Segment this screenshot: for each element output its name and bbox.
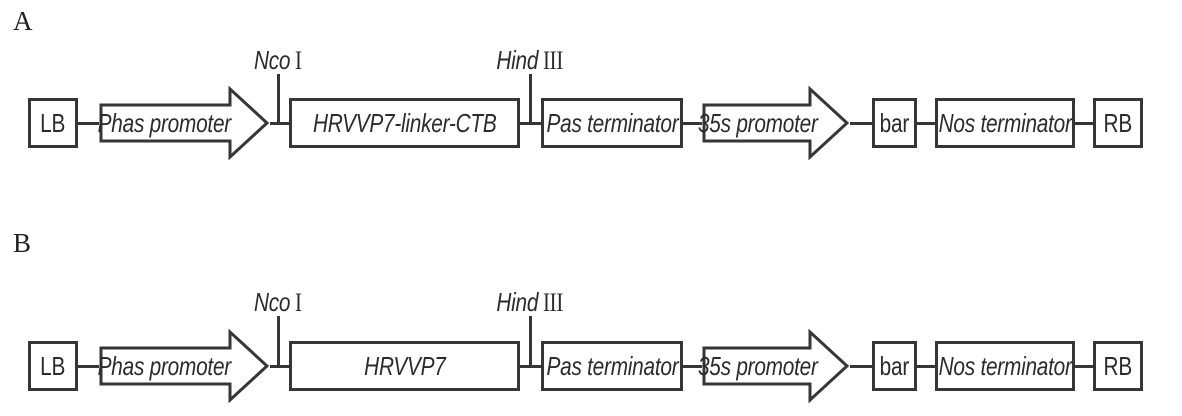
gene-box: HRVVP7 — [289, 341, 520, 391]
bar-gene-box: bar — [872, 341, 917, 391]
ncoi-enzyme-numeral: I — [295, 46, 302, 75]
gene-box: HRVVP7-linker-CTB — [289, 98, 520, 148]
connector — [683, 364, 702, 368]
connector — [520, 364, 541, 368]
rb-box: RB — [1093, 341, 1143, 391]
hindiii-enzyme-name: Hind — [496, 45, 539, 75]
panel-b-label: B — [13, 228, 32, 258]
connector — [520, 121, 541, 125]
panel-a-label: A — [13, 6, 33, 36]
hindiii-enzyme-numeral: III — [543, 288, 564, 317]
bar-gene-box: bar — [872, 98, 917, 148]
ncoi-enzyme-name: Nco — [254, 287, 291, 317]
ncoi-enzyme-name: Nco — [254, 45, 291, 75]
block-arrow-shape — [702, 329, 850, 403]
connector — [850, 364, 872, 368]
promoter-35s-label-wrap: 35s promoter — [698, 341, 818, 391]
bar-gene-label: bar — [879, 107, 910, 138]
construct-row: LB Phas promoter HRVVP7 Pas terminator — [28, 329, 1143, 403]
connector — [78, 364, 99, 368]
phas-promoter-label: Phas promoter — [97, 350, 232, 381]
connector — [78, 121, 99, 125]
bar-gene-label: bar — [879, 350, 910, 381]
block-arrow-shape — [99, 329, 270, 403]
hindiii-enzyme-name: Hind — [496, 287, 539, 317]
connector — [270, 364, 289, 368]
ncoi-tick — [276, 74, 280, 125]
block-arrow-shape — [702, 86, 850, 160]
lb-label: LB — [40, 107, 66, 138]
connector — [850, 121, 872, 125]
construct-row: LB Phas promoter HRVVP7-linker-CTB Pas t… — [28, 86, 1143, 160]
hindiii-enzyme-numeral: III — [543, 46, 564, 75]
nos-terminator-box: Nos terminator — [935, 98, 1075, 148]
phas-promoter-arrow: Phas promoter — [97, 86, 270, 160]
connector — [917, 121, 935, 125]
rb-label: RB — [1103, 107, 1133, 138]
nos-terminator-label: Nos terminator — [938, 350, 1072, 381]
gene-label: HRVVP7-linker-CTB — [312, 107, 497, 138]
connector — [683, 121, 702, 125]
nos-terminator-label: Nos terminator — [938, 107, 1072, 138]
pas-terminator-box: Pas terminator — [541, 98, 683, 148]
lb-box: LB — [28, 98, 78, 148]
ncoi-tick — [276, 316, 280, 367]
hindiii-tick — [528, 316, 532, 367]
connector — [1075, 364, 1093, 368]
lb-box: LB — [28, 341, 78, 391]
rb-box: RB — [1093, 98, 1143, 148]
phas-promoter-label: Phas promoter — [97, 107, 232, 138]
nos-terminator-box: Nos terminator — [935, 341, 1075, 391]
connector — [270, 121, 289, 125]
connector — [1075, 121, 1093, 125]
pas-terminator-label: Pas terminator — [546, 350, 678, 381]
pas-terminator-label: Pas terminator — [546, 107, 678, 138]
phas-promoter-label-wrap: Phas promoter — [97, 341, 232, 391]
promoter-35s-label: 35s promoter — [698, 107, 818, 138]
promoter-35s-arrow: 35s promoter — [698, 86, 850, 160]
gene-label: HRVVP7 — [363, 350, 446, 381]
ncoi-enzyme-numeral: I — [295, 288, 302, 317]
hindiii-tick — [528, 74, 532, 125]
promoter-35s-label: 35s promoter — [698, 350, 818, 381]
lb-label: LB — [40, 350, 66, 381]
promoter-35s-label-wrap: 35s promoter — [698, 98, 818, 148]
rb-label: RB — [1103, 350, 1133, 381]
connector — [917, 364, 935, 368]
phas-promoter-arrow: Phas promoter — [97, 329, 270, 403]
pas-terminator-box: Pas terminator — [541, 341, 683, 391]
phas-promoter-label-wrap: Phas promoter — [97, 98, 232, 148]
promoter-35s-arrow: 35s promoter — [698, 329, 850, 403]
block-arrow-shape — [99, 86, 270, 160]
